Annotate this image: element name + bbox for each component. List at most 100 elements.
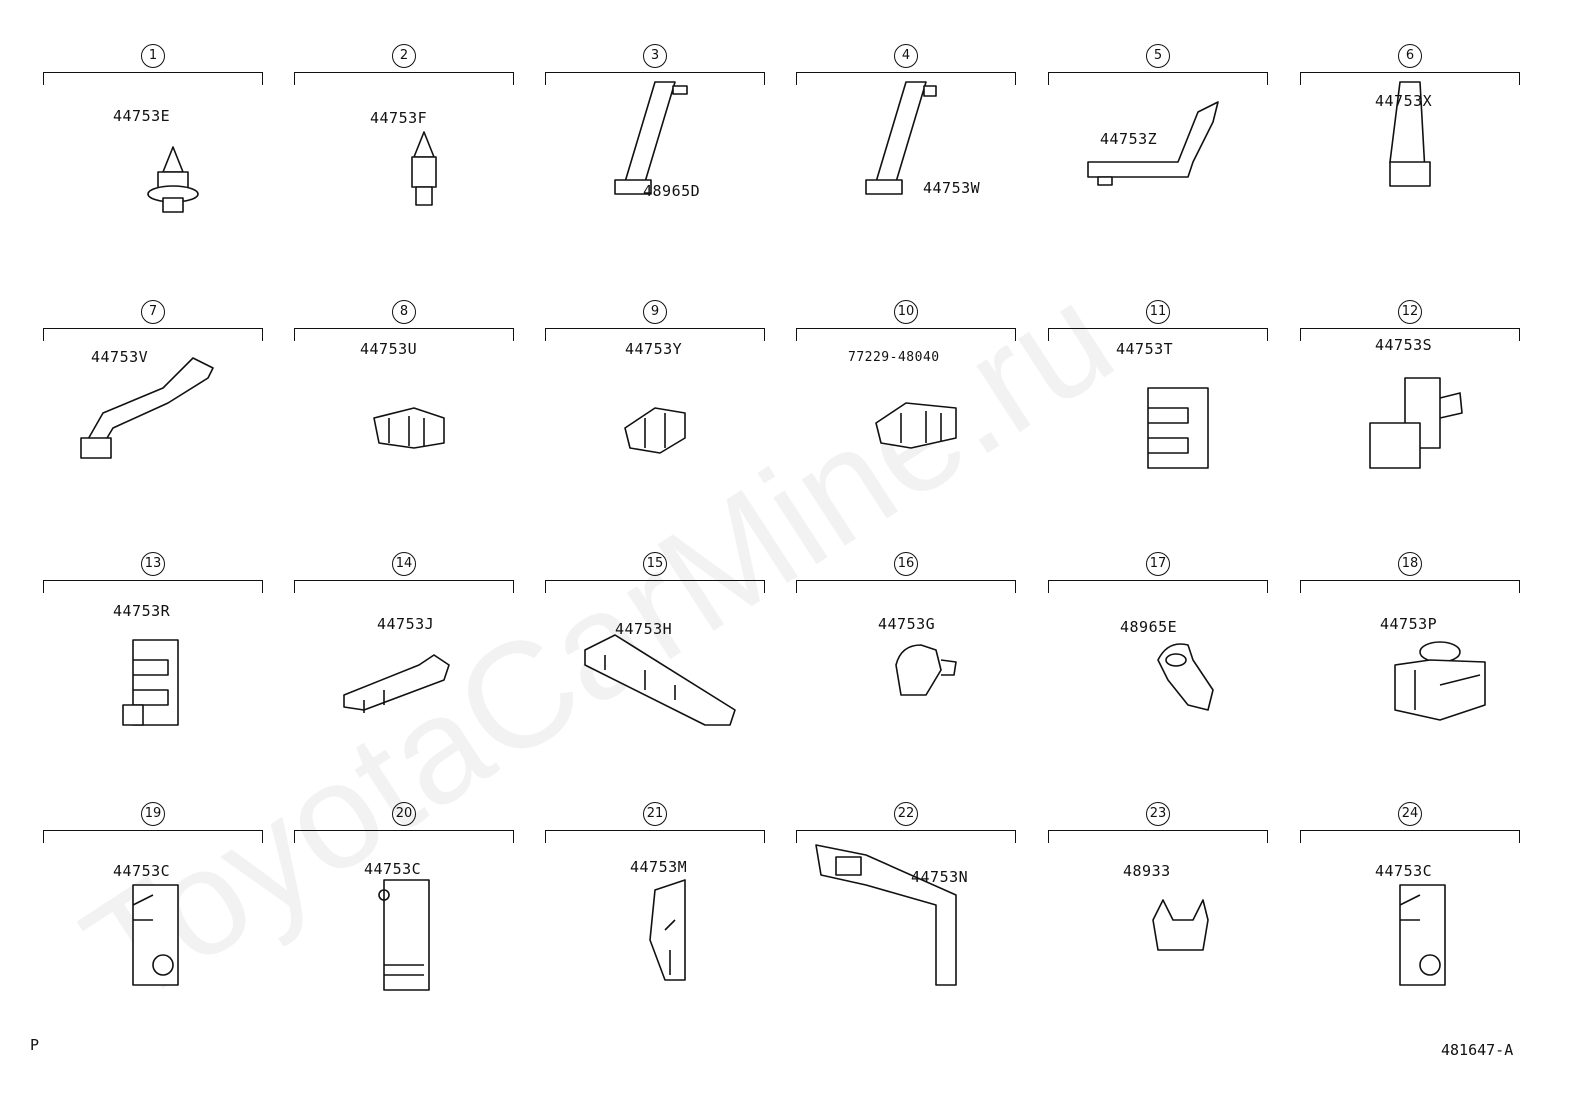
part-cell-10: 10 77229-48040 <box>796 278 1046 523</box>
part-cell-22: 22 44753N <box>796 780 1046 1025</box>
callout-circle: 24 <box>1398 802 1422 826</box>
part-drawing <box>122 639 179 726</box>
callout-circle: 17 <box>1146 552 1170 576</box>
callout-number: 21 <box>545 802 765 826</box>
callout-circle: 7 <box>141 300 165 324</box>
part-number-label: 44753U <box>360 340 418 358</box>
part-number-label: 48933 <box>1123 862 1171 880</box>
part-number-label: 44753S <box>1375 336 1433 354</box>
part-cell-9: 9 44753Y <box>545 278 795 523</box>
part-number-label: 44753M <box>630 858 688 876</box>
callout-number: 15 <box>545 552 765 576</box>
part-cell-21: 21 44753M <box>545 780 795 1025</box>
part-cell-23: 23 48933 <box>1048 780 1298 1025</box>
part-drawing <box>1157 643 1214 711</box>
callout-circle: 6 <box>1398 44 1422 68</box>
group-bracket <box>1300 72 1520 85</box>
part-drawing <box>80 357 214 459</box>
callout-number: 14 <box>294 552 514 576</box>
part-cell-8: 8 44753U <box>294 278 544 523</box>
callout-number: 2 <box>294 44 514 68</box>
part-drawing <box>411 131 437 206</box>
callout-circle: 20 <box>392 802 416 826</box>
group-bracket <box>545 72 765 85</box>
callout-circle: 8 <box>392 300 416 324</box>
callout-number: 12 <box>1300 300 1520 324</box>
part-cell-16: 16 44753G <box>796 530 1046 775</box>
part-cell-7: 7 44753V <box>43 278 293 523</box>
callout-circle: 2 <box>392 44 416 68</box>
part-drawing <box>1369 377 1463 469</box>
callout-number: 18 <box>1300 552 1520 576</box>
callout-circle: 16 <box>894 552 918 576</box>
part-drawing <box>378 879 430 991</box>
part-cell-24: 24 44753C <box>1300 780 1550 1025</box>
part-drawing <box>815 844 957 986</box>
group-bracket <box>1048 580 1268 593</box>
callout-number: 20 <box>294 802 514 826</box>
part-number-label: 44753N <box>911 868 969 886</box>
part-number-label: 44753J <box>377 615 435 633</box>
group-bracket <box>294 328 514 341</box>
group-bracket <box>545 830 765 843</box>
callout-circle: 9 <box>643 300 667 324</box>
group-bracket <box>796 328 1016 341</box>
part-drawing <box>584 634 736 726</box>
group-bracket <box>796 580 1016 593</box>
part-cell-17: 17 48965E <box>1048 530 1298 775</box>
callout-circle: 22 <box>894 802 918 826</box>
part-drawing <box>132 884 179 986</box>
group-bracket <box>1048 830 1268 843</box>
group-bracket <box>43 830 263 843</box>
callout-number: 5 <box>1048 44 1268 68</box>
callout-circle: 11 <box>1146 300 1170 324</box>
part-drawing <box>865 81 937 195</box>
part-number-label: 44753Y <box>625 340 683 358</box>
group-bracket <box>1300 580 1520 593</box>
part-number-label: 44753E <box>113 107 171 125</box>
part-drawing <box>343 654 450 713</box>
callout-number: 17 <box>1048 552 1268 576</box>
callout-number: 23 <box>1048 802 1268 826</box>
part-drawing <box>1389 81 1431 187</box>
part-number-label: 77229-48040 <box>848 350 940 365</box>
part-number-label: 44753C <box>364 860 422 878</box>
group-bracket <box>1048 328 1268 341</box>
group-bracket <box>1300 328 1520 341</box>
part-number-label: 48965D <box>643 182 701 200</box>
callout-circle: 5 <box>1146 44 1170 68</box>
callout-number: 7 <box>43 300 263 324</box>
callout-number: 24 <box>1300 802 1520 826</box>
part-number-label: 44753R <box>113 602 171 620</box>
callout-circle: 12 <box>1398 300 1422 324</box>
part-number-label: 44753G <box>878 615 936 633</box>
group-bracket <box>545 580 765 593</box>
part-drawing <box>373 407 445 449</box>
part-number-label: 44753V <box>91 348 149 366</box>
group-bracket <box>43 580 263 593</box>
callout-circle: 1 <box>141 44 165 68</box>
part-number-label: 44753C <box>1375 862 1433 880</box>
part-number-label: 48965E <box>1120 618 1178 636</box>
part-drawing <box>1399 884 1446 986</box>
callout-circle: 18 <box>1398 552 1422 576</box>
part-drawing <box>614 81 688 195</box>
group-bracket <box>294 580 514 593</box>
group-bracket <box>796 72 1016 85</box>
callout-number: 10 <box>796 300 1016 324</box>
part-drawing <box>624 407 686 454</box>
callout-number: 6 <box>1300 44 1520 68</box>
callout-circle: 4 <box>894 44 918 68</box>
callout-circle: 23 <box>1146 802 1170 826</box>
